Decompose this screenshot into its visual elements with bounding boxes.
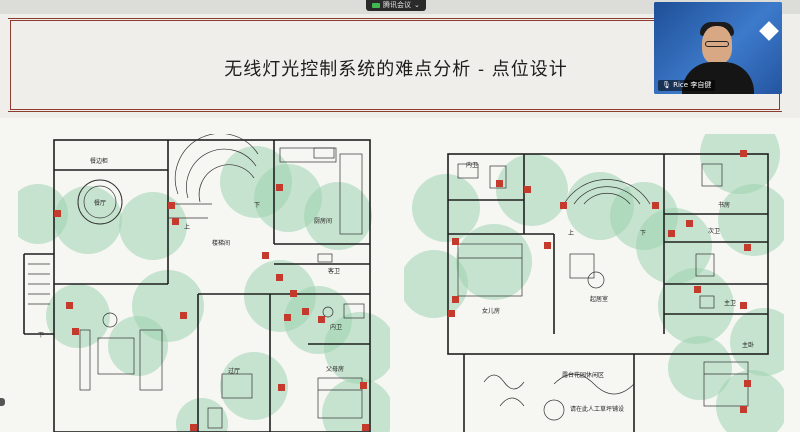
coverage-zone bbox=[119, 192, 187, 260]
meeting-top-bar: 腾讯会议 ⌄ bbox=[0, 0, 800, 14]
participant-glasses bbox=[705, 41, 729, 47]
coverage-zone bbox=[108, 316, 168, 376]
light-point-marker bbox=[560, 202, 567, 209]
label-stairwell: 楼梯间 bbox=[212, 240, 231, 247]
label-study: 书房 bbox=[718, 202, 731, 209]
label-up: 上 bbox=[184, 224, 191, 231]
label-garden-note: 请在此人工草坪铺设 bbox=[570, 406, 625, 413]
light-point-marker bbox=[740, 406, 747, 413]
chevron-down-icon: ⌄ bbox=[414, 1, 420, 9]
light-point-marker bbox=[278, 384, 285, 391]
light-point-marker bbox=[276, 184, 283, 191]
light-point-marker bbox=[290, 290, 297, 297]
light-point-marker bbox=[302, 308, 309, 315]
coverage-zone bbox=[46, 284, 110, 348]
coverage-zone bbox=[324, 312, 390, 384]
light-point-marker bbox=[544, 242, 551, 249]
light-point-marker bbox=[668, 230, 675, 237]
coverage-zone bbox=[404, 250, 468, 318]
light-point-marker bbox=[262, 252, 269, 259]
light-point-marker bbox=[686, 220, 693, 227]
floor-plan-area: 餐边柜 餐厅 楼梯间 上 下 下 厨房间 客卫 内卫 父母房 过厅 bbox=[0, 118, 800, 432]
light-point-marker bbox=[362, 424, 369, 431]
light-point-marker bbox=[54, 210, 61, 217]
label-inner-bath: 内卫 bbox=[466, 162, 479, 169]
meeting-status-badge[interactable]: 腾讯会议 ⌄ bbox=[366, 0, 426, 11]
light-point-marker bbox=[652, 202, 659, 209]
coverage-zone bbox=[496, 154, 568, 226]
side-drag-handle[interactable] bbox=[0, 398, 5, 406]
label-master-room: 主卧 bbox=[742, 342, 755, 349]
label-kitchen: 厨房间 bbox=[314, 218, 333, 225]
slide-title: 无线灯光控制系统的难点分析 - 点位设计 bbox=[224, 59, 568, 80]
label-down: 下 bbox=[640, 230, 647, 237]
light-point-marker bbox=[66, 302, 73, 309]
light-point-marker bbox=[72, 328, 79, 335]
coverage-zone bbox=[220, 352, 288, 420]
light-point-marker bbox=[744, 380, 751, 387]
floor-plan-right-drawing bbox=[404, 134, 784, 432]
label-terrace: 露台花园休闲区 bbox=[562, 372, 605, 379]
light-point-marker bbox=[452, 238, 459, 245]
light-point-marker bbox=[180, 312, 187, 319]
coverage-zone bbox=[716, 370, 784, 432]
light-point-marker bbox=[740, 150, 747, 157]
microphone-icon: 🎙 bbox=[662, 81, 671, 89]
label-top-cabinet: 餐边柜 bbox=[90, 158, 109, 165]
floor-plan-left-drawing bbox=[18, 134, 390, 432]
label-parents-room: 父母房 bbox=[326, 366, 345, 373]
label-guest-bath: 客卫 bbox=[328, 268, 341, 275]
light-point-marker bbox=[190, 424, 197, 431]
light-point-marker bbox=[448, 310, 455, 317]
coverage-zone bbox=[176, 398, 228, 432]
participant-name-tag: 🎙 Rice 李自健 bbox=[658, 80, 716, 91]
floor-plan-right: 内卫 女儿房 上 下 起居室 书房 次卫 主卫 主卧 露台花园休闲区 请在此人工… bbox=[404, 134, 784, 432]
label-daughter-room: 女儿房 bbox=[482, 308, 501, 315]
coverage-zone bbox=[700, 134, 780, 194]
coverage-zone bbox=[412, 174, 480, 242]
light-point-marker bbox=[172, 218, 179, 225]
light-point-marker bbox=[168, 202, 175, 209]
label-hall: 过厅 bbox=[228, 368, 241, 375]
coverage-zone bbox=[668, 336, 732, 400]
signal-icon bbox=[372, 3, 380, 8]
label-lounge: 起居室 bbox=[590, 296, 609, 303]
meeting-app-name: 腾讯会议 bbox=[383, 1, 411, 9]
label-dining-room: 餐厅 bbox=[94, 200, 107, 207]
label-down-left: 下 bbox=[38, 332, 45, 339]
participant-video-tile[interactable]: 🎙 Rice 李自健 bbox=[654, 2, 782, 94]
label-down: 下 bbox=[254, 202, 261, 209]
light-point-marker bbox=[694, 286, 701, 293]
coverage-zone bbox=[322, 378, 390, 432]
light-point-marker bbox=[524, 186, 531, 193]
light-point-marker bbox=[740, 302, 747, 309]
light-point-marker bbox=[276, 274, 283, 281]
label-up: 上 bbox=[568, 230, 575, 237]
light-point-marker bbox=[360, 382, 367, 389]
coverage-zone bbox=[304, 182, 372, 250]
label-master-bath: 主卫 bbox=[724, 300, 737, 307]
coverage-zone bbox=[456, 224, 532, 300]
label-inner-bath: 内卫 bbox=[330, 324, 343, 331]
light-point-marker bbox=[452, 296, 459, 303]
coverage-zone bbox=[730, 308, 784, 376]
slide-title-frame: 无线灯光控制系统的难点分析 - 点位设计 bbox=[8, 18, 782, 112]
light-point-marker bbox=[744, 244, 751, 251]
light-point-marker bbox=[496, 180, 503, 187]
label-second-bath: 次卫 bbox=[708, 228, 721, 235]
light-point-marker bbox=[284, 314, 291, 321]
light-point-marker bbox=[318, 316, 325, 323]
floor-plan-left: 餐边柜 餐厅 楼梯间 上 下 下 厨房间 客卫 内卫 父母房 过厅 bbox=[18, 134, 390, 432]
coverage-zone bbox=[658, 268, 734, 344]
participant-name: Rice 李自健 bbox=[673, 81, 712, 89]
